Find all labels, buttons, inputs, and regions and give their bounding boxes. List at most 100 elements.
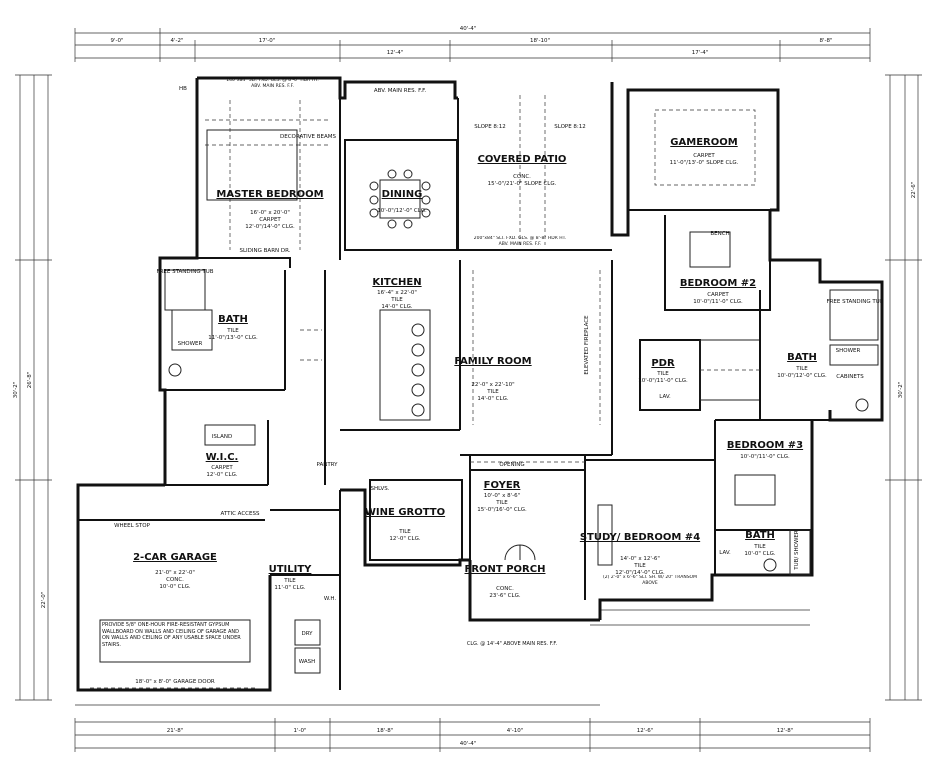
room-family-line3: 14'-0" CLG. bbox=[477, 396, 508, 402]
dim-bottom-mid2: 18'-8" bbox=[377, 728, 394, 734]
room-bed3-name: BEDROOM #3 bbox=[727, 440, 803, 451]
porch-ceiling-note: CLG. @ 14'-4" ABOVE MAIN RES. F.F. bbox=[467, 641, 558, 647]
dim-left-depth2: 26'-8" bbox=[27, 372, 33, 389]
room-garage-line3: 10'-0" CLG. bbox=[159, 584, 190, 590]
garage-fire-note: PROVIDE 5/8" ONE-HOUR FIRE-RESISTANT GYP… bbox=[102, 622, 241, 648]
room-porch-line1: CONC. bbox=[496, 586, 514, 592]
room-family-name: FAMILY ROOM bbox=[454, 356, 531, 367]
room-bed2-line2: 10'-0"/11'-0" CLG. bbox=[693, 299, 743, 305]
room-kitchen-name: KITCHEN bbox=[372, 277, 421, 288]
label-bench: BENCH bbox=[710, 231, 729, 237]
label-attic: ATTIC ACCESS bbox=[221, 511, 260, 517]
room-patio-line1: CONC. bbox=[513, 174, 531, 180]
dimension-lines bbox=[15, 28, 922, 752]
dim-bottom-right: 12'-8" bbox=[777, 728, 794, 734]
label-washer: WASH bbox=[299, 659, 316, 665]
label-decorative-beams: DECORATIVE BEAMS bbox=[280, 134, 337, 140]
dim-top-mid1: 4'-2" bbox=[170, 38, 183, 44]
label-tub2: FREE STANDING TUB bbox=[826, 299, 883, 305]
room-utility-line2: 11'-0" CLG. bbox=[274, 585, 305, 591]
label-fireplace: ELEVATED FIREPLACE bbox=[584, 315, 590, 375]
room-patio-name: COVERED PATIO bbox=[478, 154, 567, 165]
room-foyer-name: FOYER bbox=[484, 480, 521, 491]
room-garage-line1: 21'-0" x 22'-0" bbox=[155, 570, 195, 576]
room-utility-name: UTILITY bbox=[269, 564, 313, 575]
label-shower2: SHOWER bbox=[836, 348, 861, 354]
room-study-line1: 14'-0" x 12'-6" bbox=[620, 556, 660, 562]
dimension-texts: 40'-4" 9'-0" 4'-2" 17'-0" 12'-4" 18'-10"… bbox=[13, 26, 917, 747]
room-patio-line2: 15'-0"/21'-0" SLOPE CLG. bbox=[488, 181, 557, 187]
room-bath2-line2: 10'-0"/12'-0" CLG. bbox=[777, 373, 827, 379]
fixtures bbox=[90, 95, 879, 689]
room-wic-name: W.I.C. bbox=[206, 452, 239, 463]
room-pdr-line2: 10'-0"/11'-0" CLG. bbox=[638, 378, 688, 384]
room-garage-name: 2-CAR GARAGE bbox=[133, 552, 217, 563]
room-wic-line2: 12'-0" CLG. bbox=[206, 472, 237, 478]
label-slope-right: SLOPE 8:12 bbox=[554, 124, 586, 130]
room-bath3-name: BATH bbox=[745, 530, 775, 541]
patio-window-note: 200"x84" SLT. FXD. GLS. @ 8'-8" HDR HT. … bbox=[473, 236, 567, 247]
room-study-line2: TILE bbox=[633, 563, 646, 569]
room-master-line3: 12'-0"/14'-0" CLG. bbox=[245, 224, 295, 230]
dim-left-depth3: 22'-0" bbox=[41, 592, 47, 609]
room-gameroom-line1: CARPET bbox=[693, 153, 715, 159]
room-kitchen-line2: TILE bbox=[390, 297, 403, 303]
label-pantry: PANTRY bbox=[316, 462, 338, 468]
room-bath1-line1: TILE bbox=[226, 328, 239, 334]
room-wine-line1: TILE bbox=[398, 529, 411, 535]
dim-bottom-mid4: 12'-6" bbox=[637, 728, 654, 734]
room-porch-name: FRONT PORCH bbox=[465, 564, 546, 575]
room-master-name: MASTER BEDROOM bbox=[216, 189, 323, 200]
room-gameroom-name: GAMEROOM bbox=[670, 137, 737, 148]
label-sliding: SLIDING BARN DR. bbox=[240, 248, 291, 254]
room-master-line1: 16'-0" x 20'-0" bbox=[250, 210, 290, 216]
label-island: ISLAND bbox=[212, 434, 232, 440]
room-foyer-line3: 15'-0"/16'-0" CLG. bbox=[477, 507, 527, 513]
label-wh: W.H. bbox=[324, 596, 337, 602]
room-bath3-line2: 10'-0" CLG. bbox=[744, 551, 775, 557]
room-foyer-line1: 10'-0" x 8'-6" bbox=[484, 493, 520, 499]
room-bed3-line1: 10'-0"/11'-0" CLG. bbox=[740, 454, 790, 460]
master-window-note: 140"x84" SLT. FXD. GLS. @ 8'-6" HDR HT. … bbox=[226, 78, 319, 89]
dim-top-mid3: 12'-4" bbox=[387, 50, 404, 56]
room-bed2-name: BEDROOM #2 bbox=[680, 278, 756, 289]
room-bath2-line1: TILE bbox=[795, 366, 808, 372]
room-wine-name: WINE GROTTO bbox=[365, 507, 445, 518]
room-study-name: STUDY/ BEDROOM #4 bbox=[580, 532, 700, 543]
label-opening: OPENING bbox=[499, 462, 524, 468]
dim-left-depth: 30'-2" bbox=[13, 382, 19, 399]
label-dryer: DRY bbox=[301, 631, 313, 637]
label-slope-left: SLOPE 8:12 bbox=[474, 124, 506, 130]
misc-labels: SHOWER FREE STANDING TUB SHOWER FREE STA… bbox=[114, 86, 884, 685]
label-wheel-stop: WHEEL STOP bbox=[114, 523, 151, 529]
dim-right-depth2: 30'-2" bbox=[898, 382, 904, 399]
room-bath2-name: BATH bbox=[787, 352, 817, 363]
dim-bottom-mid1: 1'-0" bbox=[293, 728, 306, 734]
room-bath3-line1: TILE bbox=[753, 544, 766, 550]
dim-bottom-total: 40'-4" bbox=[460, 741, 477, 747]
room-study-line3: 12'-0"/14'-0" CLG. bbox=[615, 570, 665, 576]
dim-top-total: 40'-4" bbox=[460, 26, 477, 32]
dim-bottom-left: 21'-8" bbox=[167, 728, 184, 734]
dim-top-mid5: 17'-4" bbox=[692, 50, 709, 56]
room-family-line1: 22'-0" x 22'-10" bbox=[471, 382, 514, 388]
room-dining-line1: 10'-0"/12'-0" CLG. bbox=[377, 208, 427, 214]
label-garage-door: 18'-0" x 8'-0" GARAGE DOOR bbox=[135, 679, 215, 685]
room-porch-line2: 23'-6" CLG. bbox=[489, 593, 520, 599]
dim-top-right: 8'-8" bbox=[819, 38, 832, 44]
room-kitchen-line3: 14'-0" CLG. bbox=[381, 304, 412, 310]
label-lav: LAV. bbox=[659, 394, 671, 400]
notes: PROVIDE 5/8" ONE-HOUR FIRE-RESISTANT GYP… bbox=[102, 78, 697, 648]
label-cabinets: CABINETS bbox=[836, 374, 864, 380]
dim-bottom-mid3: 4'-10" bbox=[507, 728, 524, 734]
label-tub3: TUB/ SHOWER bbox=[794, 530, 800, 571]
room-foyer-line2: TILE bbox=[495, 500, 508, 506]
label-hb: HB bbox=[179, 86, 187, 92]
room-dining-name: DINING bbox=[382, 189, 423, 200]
dim-right-depth: 22'-6" bbox=[911, 182, 917, 199]
room-kitchen-line1: 16'-4" x 22'-0" bbox=[377, 290, 417, 296]
room-utility-line1: TILE bbox=[283, 578, 296, 584]
room-labels: MASTER BEDROOM 16'-0" x 20'-0" CARPET 12… bbox=[133, 137, 827, 599]
dim-top-mid4: 18'-10" bbox=[530, 38, 550, 44]
